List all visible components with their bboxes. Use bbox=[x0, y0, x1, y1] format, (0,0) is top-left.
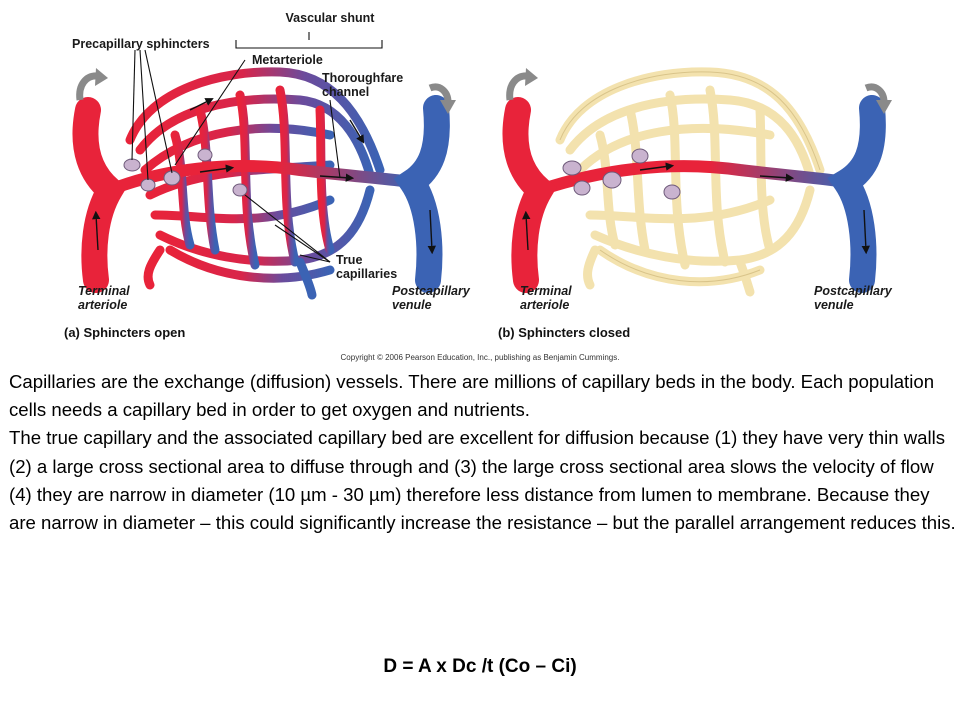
outflow-arrow-icon-b bbox=[864, 83, 888, 103]
postcapillary-venule-b bbox=[827, 95, 886, 293]
capillary-bed-diagram: Vascular shunt Precapillary sphincters M… bbox=[64, 11, 893, 362]
copyright-notice: Copyright © 2006 Pearson Education, Inc.… bbox=[341, 353, 620, 362]
panel-b-sphincters-closed: Terminal arteriole Postcapillary venule … bbox=[498, 67, 893, 340]
terminal-arteriole-label-b-1: Terminal bbox=[520, 284, 572, 298]
closed-sphincters bbox=[562, 148, 681, 200]
true-capillaries-label-2: capillaries bbox=[336, 267, 397, 281]
diffusion-equation: D = A x Dc /t (Co – Ci) bbox=[383, 656, 577, 677]
postcapillary-venule-label-a-2: venule bbox=[392, 298, 432, 312]
paragraph-2: The true capillary and the associated ca… bbox=[9, 427, 956, 534]
vascular-shunt-label: Vascular shunt bbox=[286, 11, 376, 25]
flow-arrows-b bbox=[522, 162, 870, 255]
terminal-arteriole-label-a-1: Terminal bbox=[78, 284, 130, 298]
panel-a-sphincters-open: Vascular shunt Precapillary sphincters M… bbox=[64, 11, 471, 340]
postcapillary-venule-label-b-2: venule bbox=[814, 298, 854, 312]
capillary-network-closed bbox=[555, 67, 825, 297]
thoroughfare-label-1: Thoroughfare bbox=[322, 71, 403, 85]
precapillary-sphincters-label: Precapillary sphincters bbox=[72, 37, 210, 51]
terminal-arteriole-b bbox=[502, 97, 557, 293]
postcapillary-venule bbox=[393, 95, 450, 293]
inflow-arrow-icon-b bbox=[506, 72, 529, 101]
thoroughfare-channel-b bbox=[534, 160, 852, 196]
terminal-arteriole bbox=[72, 97, 127, 293]
postcapillary-venule-label-b-1: Postcapillary bbox=[814, 284, 893, 298]
thoroughfare-label-2: channel bbox=[322, 85, 369, 99]
inflow-arrow-icon bbox=[76, 72, 99, 101]
body-text: Capillaries are the exchange (diffusion)… bbox=[9, 368, 957, 537]
panel-a-caption: (a) Sphincters open bbox=[64, 325, 185, 340]
terminal-arteriole-label-a-2: arteriole bbox=[78, 298, 127, 312]
flow-arrows bbox=[92, 98, 436, 255]
panel-b-caption: (b) Sphincters closed bbox=[498, 325, 630, 340]
outflow-arrow-icon bbox=[428, 83, 452, 103]
postcapillary-venule-label-a-1: Postcapillary bbox=[392, 284, 471, 298]
closed-bed-outline bbox=[559, 71, 821, 283]
terminal-arteriole-label-b-2: arteriole bbox=[520, 298, 569, 312]
thoroughfare-channel bbox=[104, 160, 418, 196]
true-capillaries-label-1: True bbox=[336, 253, 362, 267]
metarteriole-label: Metarteriole bbox=[252, 53, 323, 67]
capillary-network-open bbox=[125, 67, 385, 300]
paragraph-1: Capillaries are the exchange (diffusion)… bbox=[9, 371, 935, 421]
